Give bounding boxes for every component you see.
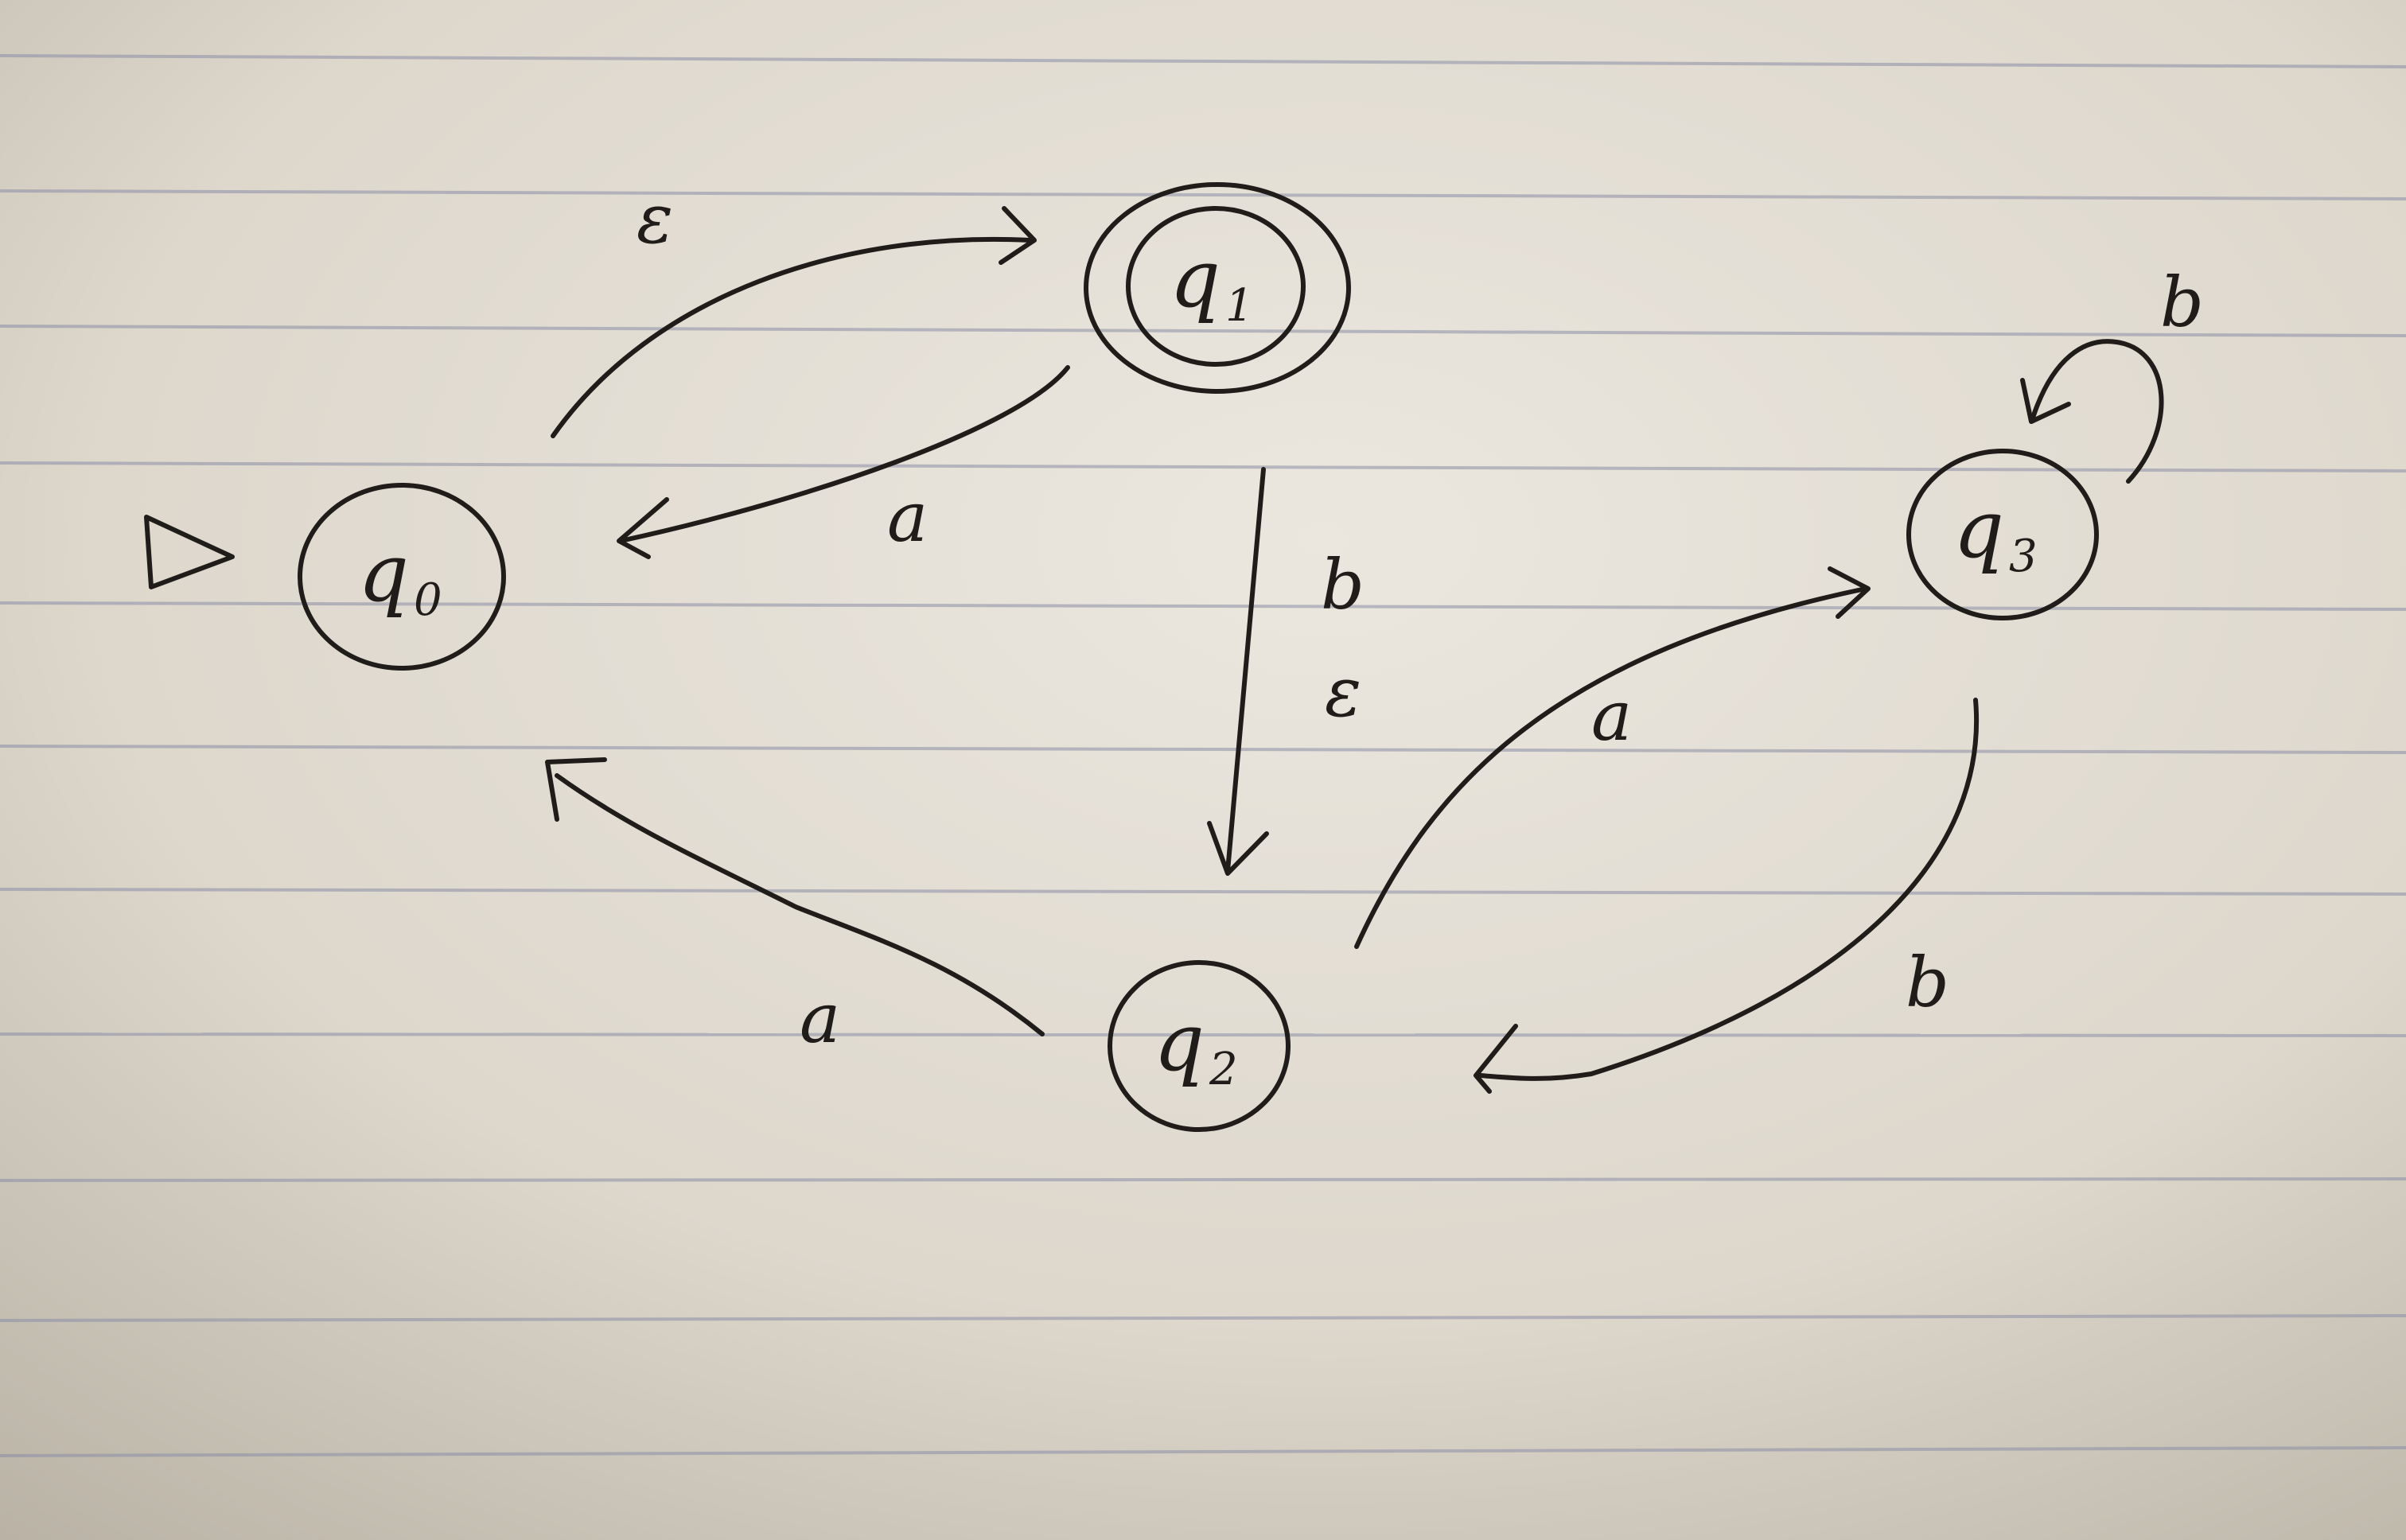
transition-q2-q0-label: a xyxy=(800,979,840,1059)
transition-q1-q2-label-epsilon: ε xyxy=(1325,653,1361,733)
state-q0-circle xyxy=(298,483,506,671)
transition-q1-q0-arc xyxy=(618,365,1070,543)
transition-q1-q2-arrowhead xyxy=(1207,821,1269,876)
transition-q1-q2-label-b: b xyxy=(1321,546,1365,625)
state-q1-outer-circle xyxy=(1084,182,1351,394)
transition-q3-q2: b xyxy=(1474,698,1980,1094)
transition-q2-q3: a xyxy=(1354,566,1871,949)
transition-q2-q0-arrowhead xyxy=(545,757,607,822)
state-q2-circle xyxy=(1108,960,1291,1132)
transition-q0-q1-arrowhead xyxy=(999,206,1037,265)
state-q1-inner-circle xyxy=(1126,206,1306,367)
transition-q1-q2-line xyxy=(1225,467,1266,873)
transition-q0-q1-arc xyxy=(551,236,1033,438)
transition-q1-q0-arrowhead xyxy=(617,497,669,559)
initial-state-marker xyxy=(144,515,235,589)
transition-q2-q0-arc xyxy=(555,773,1045,1036)
transition-q3-q3-loop xyxy=(2030,339,2164,484)
transition-q2-q3-arc xyxy=(1354,586,1868,949)
transition-q2-q3-label: a xyxy=(1591,677,1632,756)
transition-q0-q1-label: ε xyxy=(637,180,673,259)
transition-q3-q2-arc xyxy=(1477,698,1980,1081)
transition-q3-q2-label: b xyxy=(1906,943,1949,1023)
transition-q1-q0-label: a xyxy=(887,478,928,558)
transition-q2-q0: a xyxy=(545,757,1045,1059)
transition-q2-q3-arrowhead xyxy=(1828,566,1871,619)
transition-q1-q2: b ε xyxy=(1207,467,1365,876)
transition-q3-q2-arrowhead xyxy=(1474,1024,1518,1094)
transition-q0-q1: ε xyxy=(551,180,1037,438)
transition-q3-q3: b xyxy=(2020,263,2204,484)
state-q3-circle xyxy=(1906,449,2099,620)
transition-q3-q3-label: b xyxy=(2160,263,2204,343)
transition-q1-q0: a xyxy=(617,365,1070,559)
ruled-lines xyxy=(0,54,2406,1457)
transition-q3-q3-arrowhead xyxy=(2020,378,2071,424)
